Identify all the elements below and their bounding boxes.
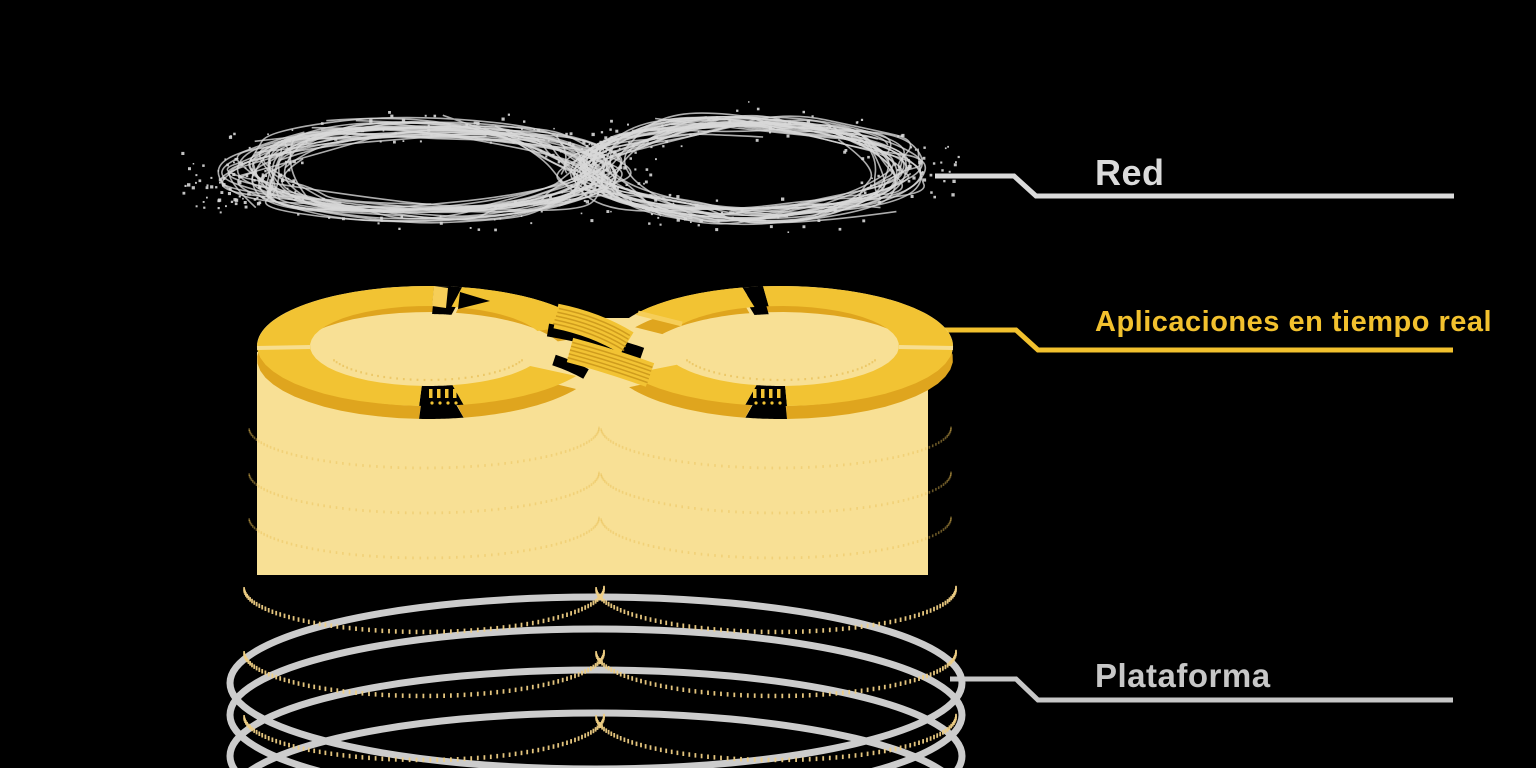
platform-ellipses-graphic [226,593,966,768]
label-platform: Plataforma [1095,659,1271,692]
label-network: Red [1095,155,1165,191]
label-platform-text: Plataforma [1095,657,1271,694]
realtime-apps-rings-graphic [248,286,954,575]
label-realtime-apps-text: Aplicaciones en tiempo real [1095,306,1493,338]
network-scribble-graphic [181,101,960,233]
label-connector-lines [935,173,1454,703]
label-network-text: Red [1095,152,1165,193]
platform-dotted-waves-graphic [243,585,957,763]
label-realtime-apps: Aplicaciones en tiempo real [1095,308,1492,337]
